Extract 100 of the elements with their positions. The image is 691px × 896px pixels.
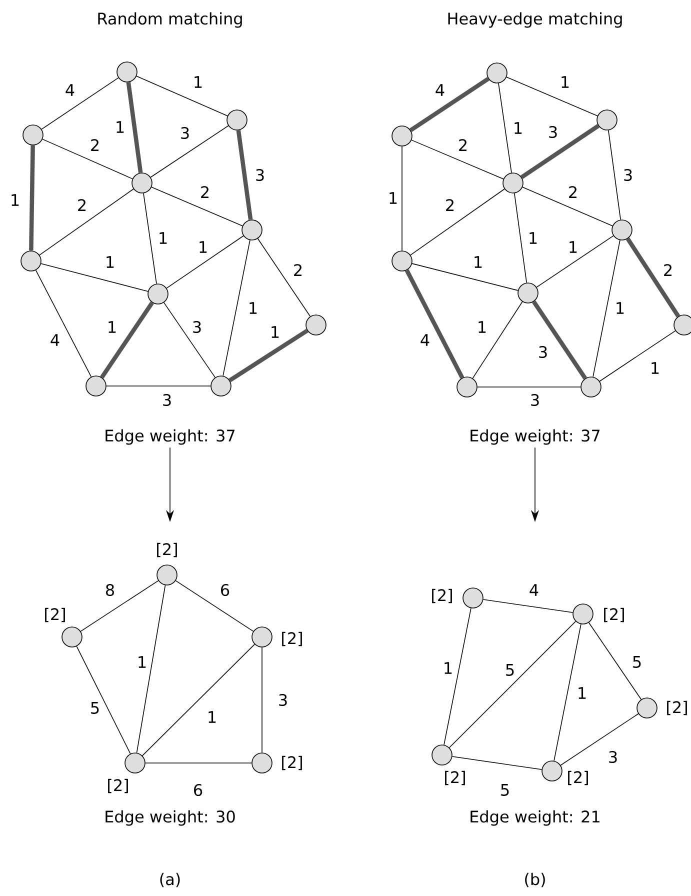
vertex bbox=[462, 588, 484, 608]
vertex bbox=[636, 698, 658, 718]
caption-text: Edge weight: 30 bbox=[106, 810, 235, 826]
vertex bbox=[86, 376, 106, 396]
graph-edge bbox=[498, 82, 512, 174]
edge-label: 3 bbox=[190, 320, 204, 334]
vertex bbox=[210, 376, 232, 396]
graph-edge bbox=[588, 622, 642, 700]
edge-label: 1 bbox=[558, 74, 572, 90]
graph-edge bbox=[506, 76, 598, 116]
edge-label: 3 bbox=[528, 392, 542, 408]
edge-label: 3 bbox=[536, 344, 550, 360]
graph-edge bbox=[448, 620, 576, 748]
vertex-weight: [2] bbox=[445, 770, 465, 786]
edge-label: 1 bbox=[206, 710, 218, 724]
vertex bbox=[392, 250, 412, 272]
vertex-weight: [2] bbox=[667, 700, 687, 716]
edge-label: 2 bbox=[444, 198, 456, 212]
vertex bbox=[580, 376, 602, 398]
edge-label: 2 bbox=[198, 184, 212, 200]
graph-edge bbox=[410, 188, 505, 256]
graph-edge bbox=[136, 584, 166, 754]
graph-edge bbox=[514, 192, 527, 284]
graph-edge bbox=[80, 580, 159, 632]
vertex-weight: [2] bbox=[604, 608, 624, 622]
graph-edge bbox=[175, 580, 254, 632]
edge-label: 1 bbox=[192, 74, 204, 90]
edge-label: 2 bbox=[76, 198, 88, 212]
graph-edge bbox=[599, 330, 676, 382]
graph-edge bbox=[522, 186, 613, 226]
graph-edge bbox=[29, 145, 35, 251]
vertex-weight: [2] bbox=[282, 632, 302, 646]
edge-label: 1 bbox=[246, 300, 260, 316]
graph-edge bbox=[35, 270, 92, 378]
graph-edge bbox=[236, 130, 253, 220]
edge-label: 4 bbox=[528, 582, 540, 598]
vertex-weight: [2] bbox=[282, 756, 302, 770]
edge-label: 3 bbox=[606, 750, 620, 764]
vertex bbox=[252, 626, 272, 648]
edge-label: 1 bbox=[472, 254, 484, 270]
edge-label: 3 bbox=[276, 692, 290, 708]
graph-edge bbox=[145, 762, 252, 764]
edge-label: 6 bbox=[218, 582, 232, 598]
graph-edge bbox=[411, 140, 504, 180]
graph-edge bbox=[143, 192, 157, 284]
graph-edge bbox=[560, 713, 639, 766]
graph-edge bbox=[472, 301, 523, 379]
graph-edge bbox=[536, 235, 614, 288]
edge-label: 1 bbox=[526, 230, 540, 246]
vertex bbox=[116, 62, 138, 82]
graph-edge bbox=[608, 130, 621, 220]
edge-label: 3 bbox=[622, 168, 634, 182]
graph-edge bbox=[136, 76, 228, 116]
graph-edge bbox=[126, 82, 143, 173]
graph-edge bbox=[142, 644, 256, 756]
graph-edge bbox=[257, 238, 311, 317]
vertex bbox=[502, 172, 524, 194]
vertex bbox=[156, 564, 178, 586]
vertex bbox=[148, 284, 168, 304]
vertex-weight: [2] bbox=[157, 542, 177, 558]
edge-label: 1 bbox=[268, 324, 282, 340]
edge-label: 2 bbox=[456, 138, 470, 152]
vertex-weight: [2] bbox=[568, 770, 588, 786]
graph-edge bbox=[477, 386, 581, 388]
graph-edge bbox=[444, 608, 472, 746]
edge-label: 4 bbox=[434, 82, 446, 98]
edge-label: 5 bbox=[88, 700, 102, 716]
edge-label: 1 bbox=[512, 120, 524, 136]
edge-label: 1 bbox=[614, 300, 626, 316]
vertex bbox=[132, 172, 152, 194]
vertex bbox=[226, 110, 248, 130]
graph-edge bbox=[42, 138, 133, 180]
graph-edge bbox=[166, 235, 244, 289]
caption-text: Edge weight: 37 bbox=[470, 429, 600, 445]
column-heading: Heavy-edge matching bbox=[448, 12, 622, 28]
vertex bbox=[392, 126, 412, 146]
edge-label: 1 bbox=[106, 320, 118, 334]
edge-label: 1 bbox=[8, 192, 22, 208]
vertex bbox=[572, 604, 594, 624]
caption-text: Edge weight: 37 bbox=[106, 429, 235, 445]
edge-label: 3 bbox=[254, 168, 266, 182]
vertex bbox=[62, 626, 82, 648]
graph-edge bbox=[592, 240, 620, 378]
edge-label: 1 bbox=[442, 660, 454, 676]
vertex bbox=[432, 744, 452, 766]
graph-edge bbox=[626, 238, 680, 318]
edge-label: 3 bbox=[546, 124, 560, 140]
graph-edge bbox=[520, 124, 600, 179]
edge-label: 2 bbox=[566, 184, 580, 200]
edge-label: 2 bbox=[88, 138, 102, 152]
graph-edge bbox=[41, 77, 119, 130]
vertex bbox=[486, 62, 508, 84]
edge-label: 1 bbox=[566, 240, 580, 254]
edge-label: 3 bbox=[178, 126, 192, 140]
graph-edge bbox=[150, 125, 229, 178]
edge-label: 1 bbox=[476, 320, 488, 334]
vertex bbox=[124, 752, 146, 774]
vertex bbox=[20, 250, 42, 272]
graph-edge bbox=[412, 263, 518, 291]
vertex bbox=[456, 376, 478, 398]
